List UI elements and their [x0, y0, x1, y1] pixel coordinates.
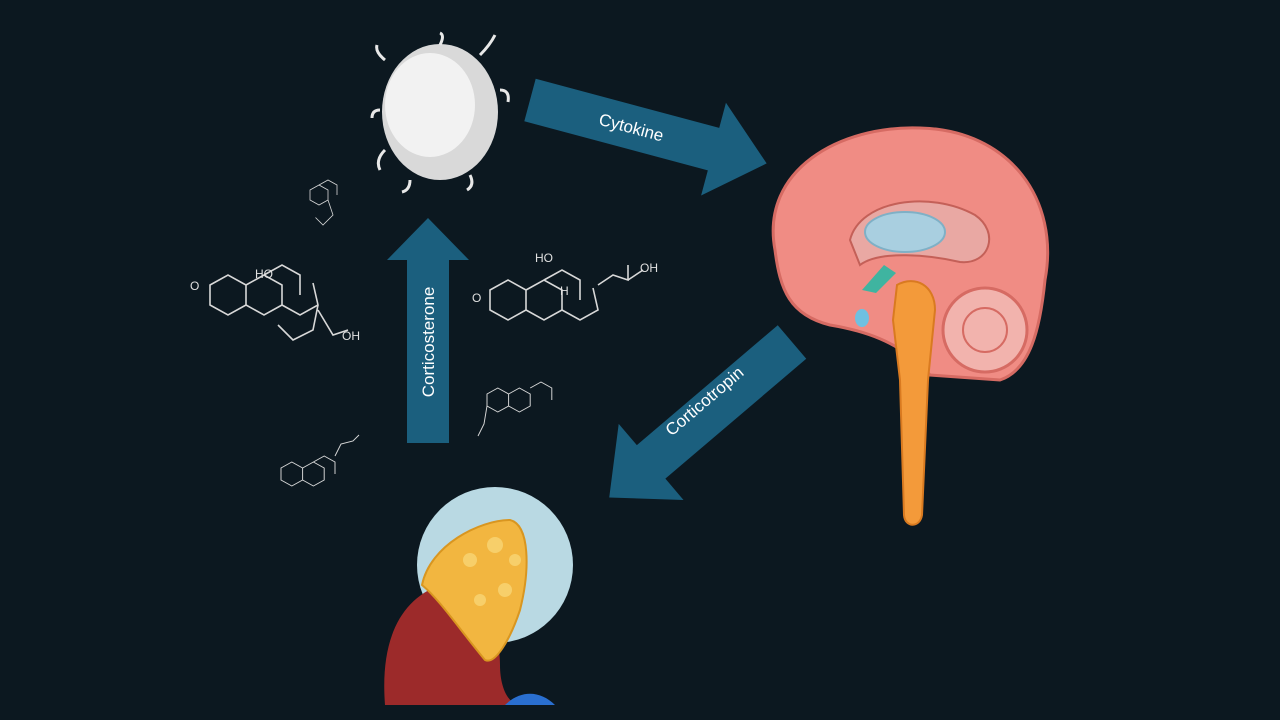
immune-cell-illustration [370, 31, 510, 194]
molecule-label: HO [535, 251, 553, 265]
steroid-molecule-small-top [309, 179, 338, 226]
adrenal-gland-illustration [384, 487, 573, 705]
steroid-molecule-small-bottom [280, 434, 360, 487]
steroid-molecule-left: O HO OH [190, 264, 360, 343]
steroid-molecule-center: O HO OH H [472, 251, 658, 321]
steroid-molecule-small-right [477, 381, 553, 437]
brain-illustration [771, 126, 1050, 526]
molecule-label: HO [255, 267, 273, 281]
molecule-label: OH [640, 261, 658, 275]
molecule-label: O [472, 291, 481, 305]
molecule-label: H [560, 284, 569, 298]
cytokine-arrow: Cytokine [524, 78, 767, 196]
corticosterone-arrow: Corticosterone [387, 218, 469, 443]
corticotropin-arrow: Corticotropin [609, 325, 807, 500]
molecule-label: OH [342, 329, 360, 343]
corticosterone-label: Corticosterone [419, 287, 438, 398]
molecule-label: O [190, 279, 199, 293]
